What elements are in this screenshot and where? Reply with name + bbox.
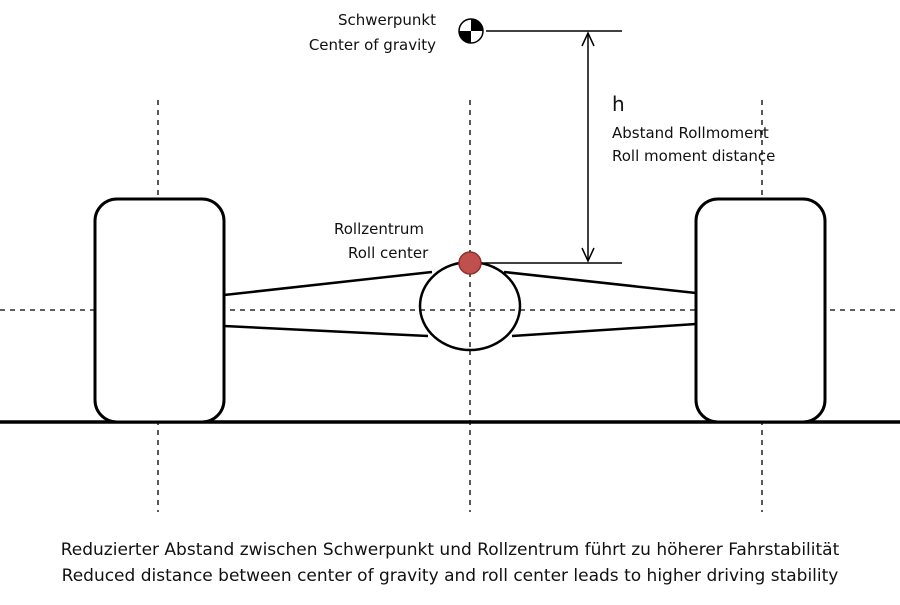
roll-center-marker — [458, 251, 482, 275]
h-arrow-bottom — [581, 247, 595, 263]
right-wheel — [694, 197, 827, 424]
rc-label-de: Rollzentrum — [334, 220, 424, 238]
upper-right-arm — [503, 270, 697, 295]
caption-en: Reduced distance between center of gravi… — [61, 566, 839, 586]
h-arrow-top — [581, 31, 595, 47]
lower-right-arm — [511, 322, 697, 338]
h-label-de: Abstand Rollmoment — [612, 124, 769, 142]
upper-left-arm — [223, 270, 433, 297]
lower-left-arm — [223, 324, 429, 338]
cog-label-de: Schwerpunkt — [338, 11, 436, 29]
left-wheel — [93, 197, 226, 424]
cog-label-en: Center of gravity — [309, 36, 436, 54]
h-symbol: h — [612, 92, 625, 116]
rc-label-en: Roll center — [348, 244, 429, 262]
caption-de: Reduzierter Abstand zwischen Schwerpunkt… — [60, 540, 840, 560]
h-label-en: Roll moment distance — [612, 147, 775, 165]
center-of-gravity-icon — [458, 18, 484, 44]
